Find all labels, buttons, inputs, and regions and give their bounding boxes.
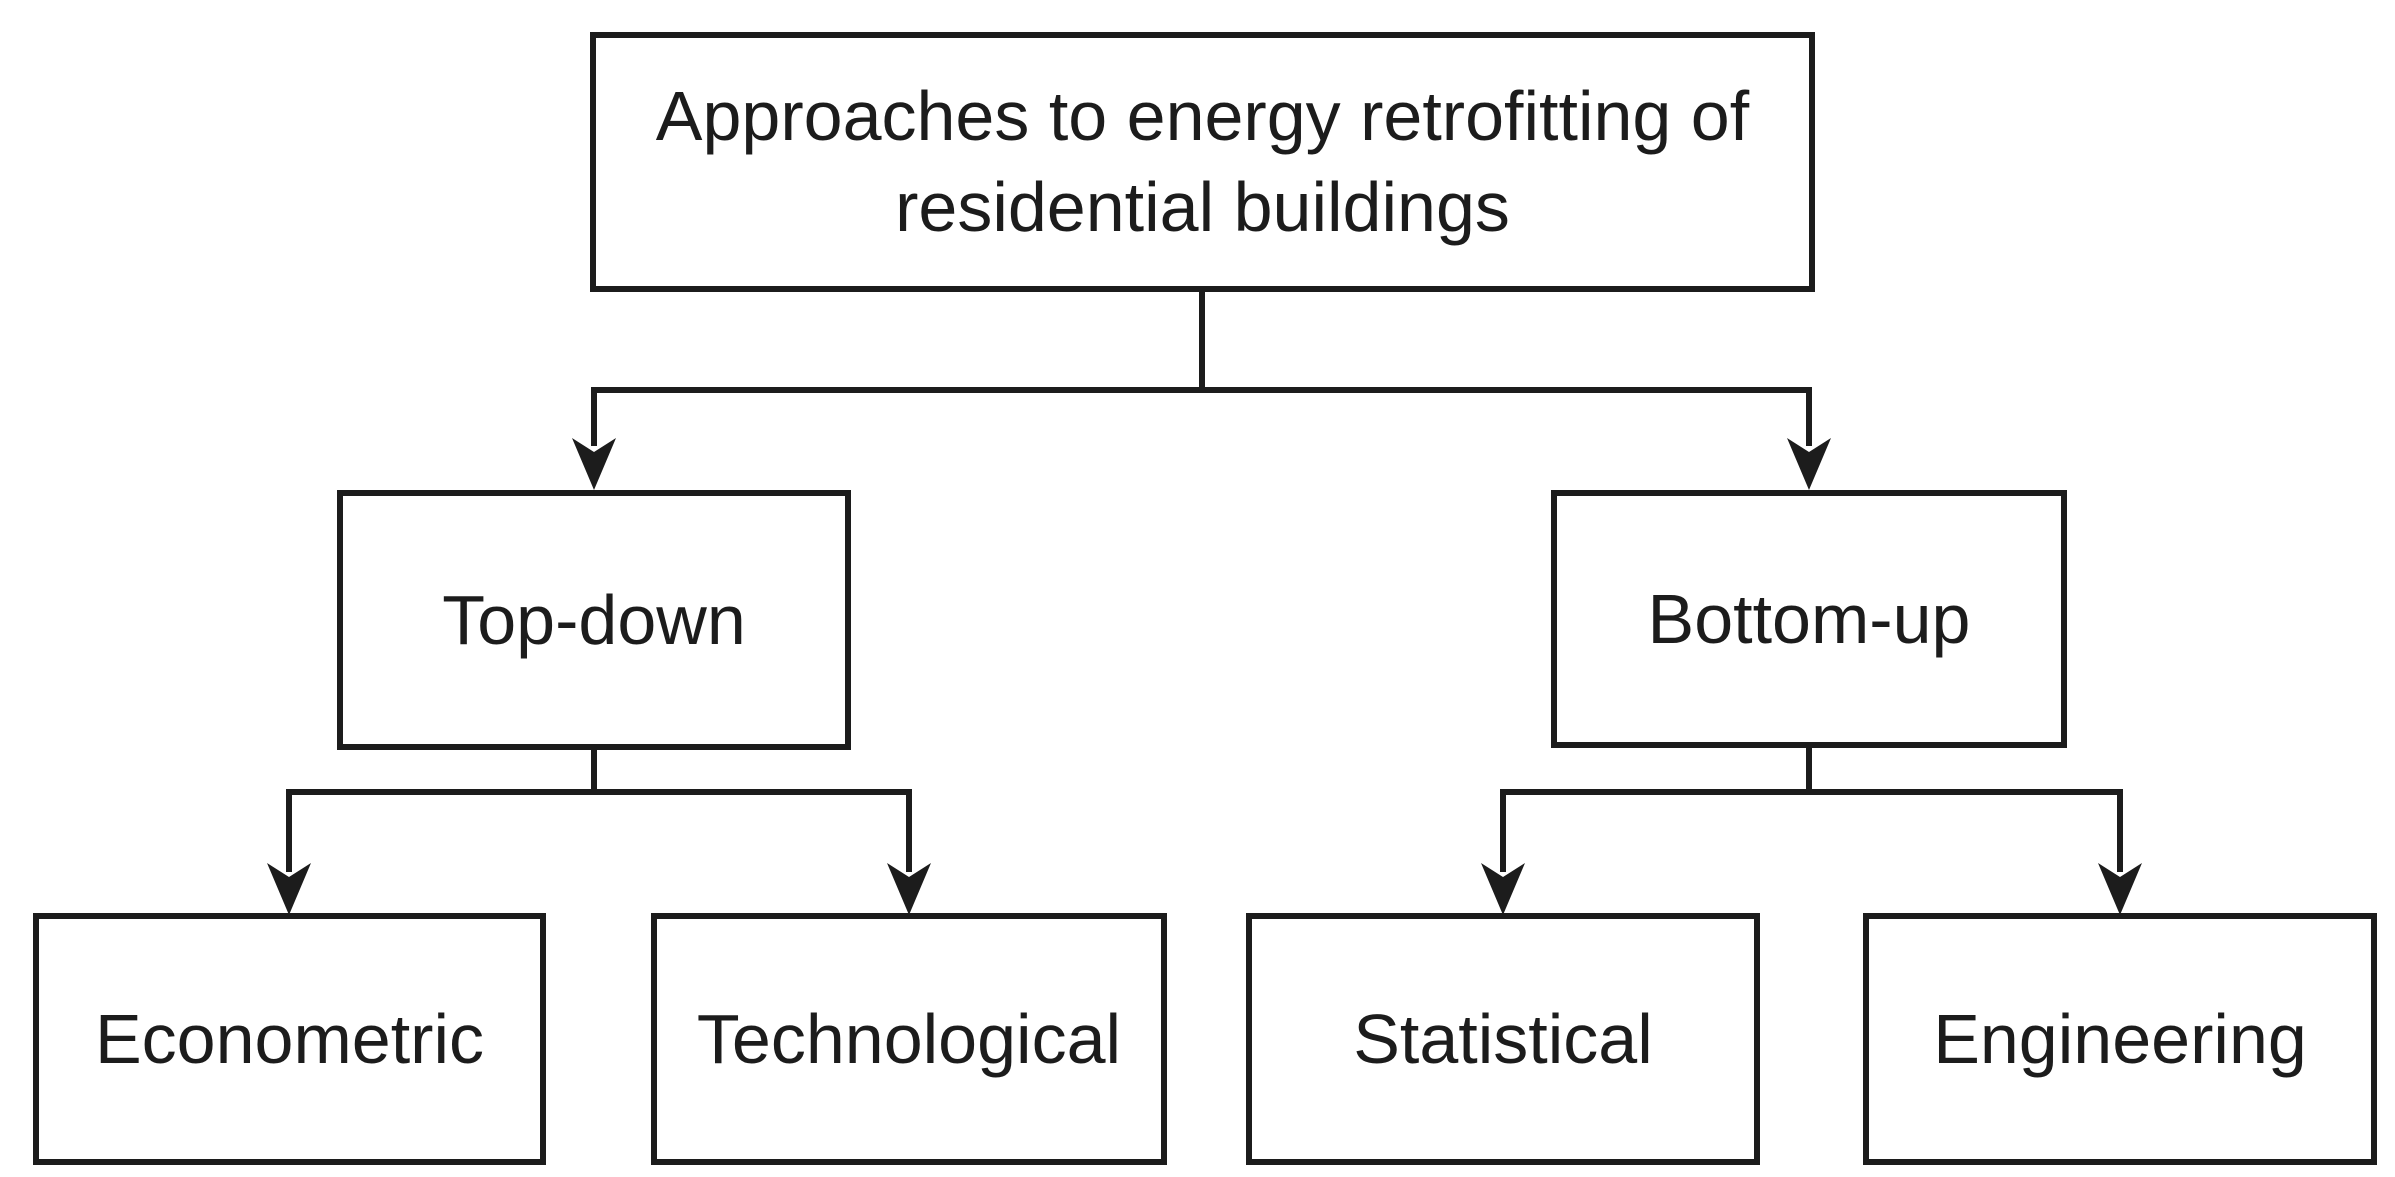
top-down-rail-line — [286, 789, 912, 872]
node-bottom-up: Bottom-up — [1551, 490, 2067, 748]
root-rail-line — [591, 387, 1812, 446]
node-bottom-up-label: Bottom-up — [1647, 579, 1971, 658]
node-technological-label: Technological — [696, 999, 1122, 1078]
node-engineering-label: Engineering — [1933, 999, 2307, 1078]
arrowhead-engineering — [2098, 863, 2142, 915]
node-econometric-label: Econometric — [94, 999, 485, 1078]
node-technological: Technological — [651, 913, 1167, 1165]
node-top-down-label: Top-down — [442, 580, 746, 659]
arrowhead-technological — [887, 863, 931, 915]
node-statistical-label: Statistical — [1353, 999, 1653, 1078]
arrowhead-bottom-up — [1787, 438, 1831, 490]
node-root: Approaches to energy retrofitting of res… — [590, 32, 1815, 292]
arrowheads — [267, 438, 2142, 915]
node-engineering: Engineering — [1863, 913, 2377, 1165]
bottom-up-rail-line — [1500, 789, 2123, 872]
node-root-label: Approaches to energy retrofitting of res… — [655, 77, 1750, 246]
connector-rails — [286, 290, 2123, 872]
arrowhead-statistical — [1481, 863, 1525, 915]
node-statistical: Statistical — [1246, 913, 1760, 1165]
node-econometric: Econometric — [33, 913, 546, 1165]
node-top-down: Top-down — [337, 490, 851, 750]
arrowhead-econometric — [267, 863, 311, 915]
arrowhead-top-down — [572, 438, 616, 490]
